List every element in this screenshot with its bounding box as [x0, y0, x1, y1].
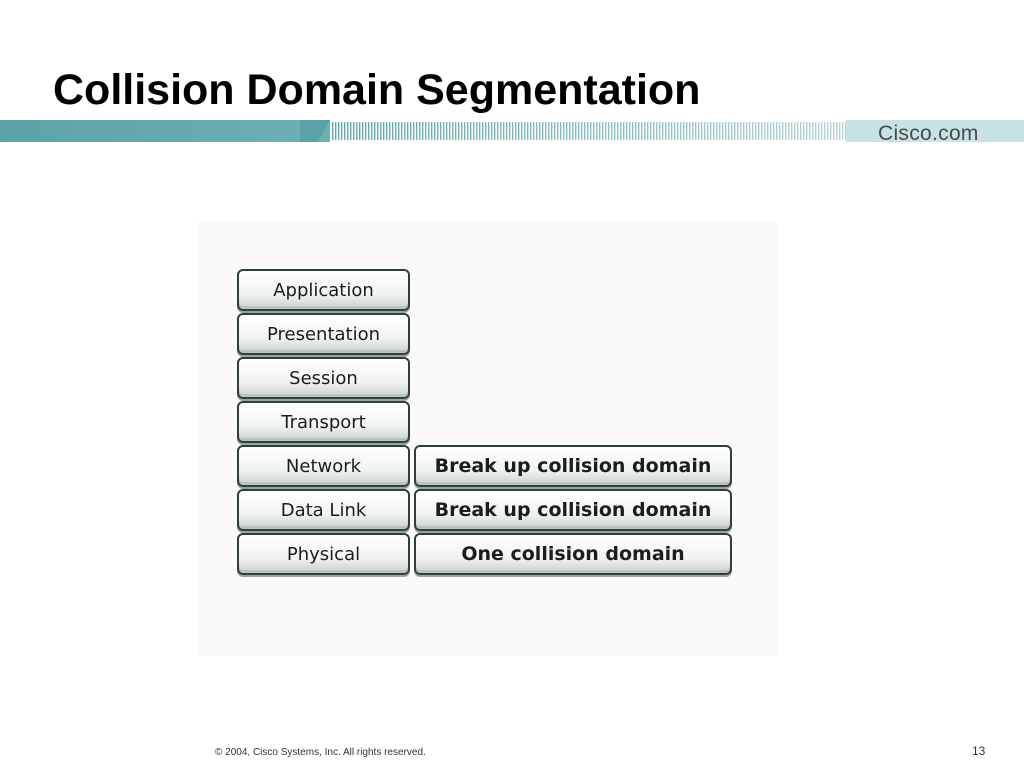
- osi-layer-physical: Physical: [237, 533, 410, 575]
- network-collision-note: Break up collision domain: [414, 445, 732, 487]
- osi-layer-data-link: Data Link: [237, 489, 410, 531]
- title-bar-stripes: [332, 122, 847, 140]
- osi-layer-transport: Transport: [237, 401, 410, 443]
- data-link-collision-note: Break up collision domain: [414, 489, 732, 531]
- osi-layer-session: Session: [237, 357, 410, 399]
- title-bar: [0, 120, 1024, 142]
- cisco-brand-logo: Cisco.com: [878, 122, 979, 145]
- osi-layer-application: Application: [237, 269, 410, 311]
- page-number: 13: [972, 744, 986, 758]
- footer-copyright: © 2004, Cisco Systems, Inc. All rights r…: [215, 747, 426, 758]
- osi-layer-presentation: Presentation: [237, 313, 410, 355]
- slide-title: Collision Domain Segmentation: [53, 66, 701, 114]
- physical-collision-note: One collision domain: [414, 533, 732, 575]
- osi-layer-network: Network: [237, 445, 410, 487]
